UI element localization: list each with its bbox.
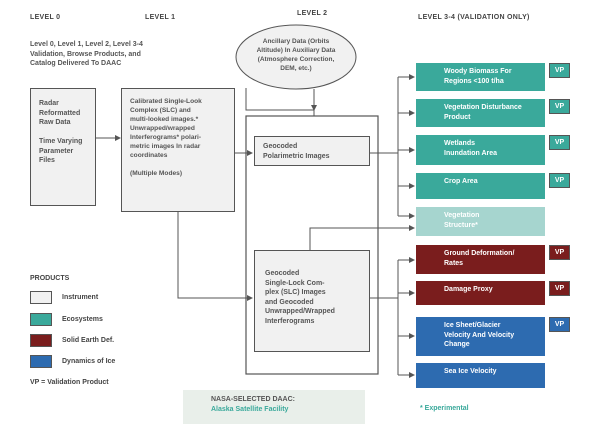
product-label: Vegetation Disturbance Product [444, 104, 522, 121]
validation-product-badge: VP [549, 173, 570, 188]
validation-product-badge: VP [549, 281, 570, 296]
product-box: Crop Area [416, 173, 545, 199]
product-box: Woody Biomass For Regions <100 t/ha [416, 63, 545, 91]
legend-title: PRODUCTS [30, 275, 70, 282]
product-label: Ground Deformation/ Rates [444, 250, 515, 267]
product-box: Damage Proxy [416, 281, 545, 305]
radar-raw-data-box: Radar Reformatted Raw Data Time Varying … [30, 88, 96, 206]
geocoded-slc-box: Geocoded Single-Lock Com- plex (SLC) Ima… [254, 250, 370, 352]
legend-label-ecosystems: Ecosystems [62, 316, 103, 323]
level1-header: LEVEL 1 [145, 14, 176, 21]
geocoded-polarimetric-box: Geocoded Polarimetric Images [254, 136, 370, 166]
product-box: Wetlands Inundation Area [416, 135, 545, 165]
product-label: Damage Proxy [444, 286, 493, 293]
product-label: Ice Sheet/Glacier Velocity And Velocity … [444, 322, 515, 348]
daac-name: Alaska Satellite Facility [211, 406, 289, 413]
level2-container [245, 115, 379, 375]
validation-product-badge: VP [549, 63, 570, 78]
vp-note: VP = Validation Product [30, 379, 109, 386]
product-box: Ice Sheet/Glacier Velocity And Velocity … [416, 317, 545, 356]
level2-header: LEVEL 2 [297, 10, 328, 17]
calibrated-slc-box: Calibrated Single-Look Complex (SLC) and… [121, 88, 235, 212]
level34-header: LEVEL 3-4 (VALIDATION ONLY) [418, 14, 530, 21]
product-box: Sea Ice Velocity [416, 363, 545, 388]
legend-label-solid-earth: Solid Earth Def. [62, 337, 115, 344]
legend-label-ice: Dynamics of Ice [62, 358, 116, 365]
product-label: Sea Ice Velocity [444, 368, 497, 375]
product-label: Vegetation Structure* [444, 212, 480, 229]
product-box: Ground Deformation/ Rates [416, 245, 545, 274]
legend-swatch-ecosystems [30, 313, 52, 326]
level0-header: LEVEL 0 [30, 14, 61, 21]
daac-box: NASA-SELECTED DAAC: Alaska Satellite Fac… [183, 390, 365, 424]
validation-product-badge: VP [549, 99, 570, 114]
legend-swatch-solid-earth [30, 334, 52, 347]
daac-title: NASA-SELECTED DAAC: [211, 396, 295, 403]
product-label: Woody Biomass For Regions <100 t/ha [444, 68, 512, 85]
legend-label-instrument: Instrument [62, 294, 99, 301]
validation-product-badge: VP [549, 317, 570, 332]
validation-product-badge: VP [549, 135, 570, 150]
ancillary-ellipse [235, 24, 357, 90]
legend-swatch-instrument [30, 291, 52, 304]
intro-text: Level 0, Level 1, Level 2, Level 3-4 Val… [30, 41, 143, 67]
validation-product-badge: VP [549, 245, 570, 260]
product-label: Wetlands Inundation Area [444, 140, 498, 157]
product-label: Crop Area [444, 178, 478, 185]
product-box: Vegetation Disturbance Product [416, 99, 545, 127]
ancillary-data-label: Ancillary Data (Orbits Altitude) In Auxi… [256, 38, 336, 72]
product-box: Vegetation Structure* [416, 207, 545, 236]
experimental-note: * Experimental [420, 405, 469, 412]
legend-swatch-ice [30, 355, 52, 368]
